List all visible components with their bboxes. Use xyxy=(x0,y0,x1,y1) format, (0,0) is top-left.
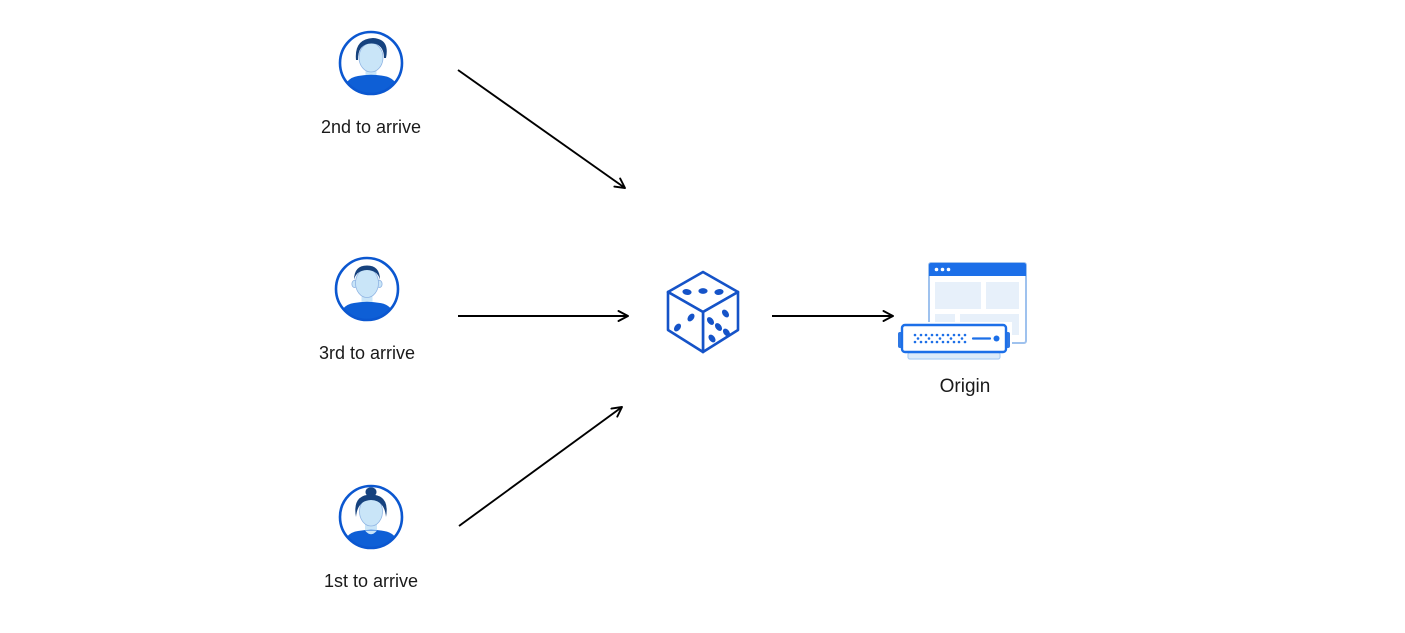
arrow-user-first-to-dice xyxy=(458,406,623,527)
user-avatar-female-icon xyxy=(338,484,404,550)
node-user-second: 2nd to arrive xyxy=(291,30,451,137)
dice-icon xyxy=(666,270,740,354)
node-origin: Origin xyxy=(898,262,1032,397)
user-avatar-male-icon xyxy=(338,30,404,96)
node-user-first: 1st to arrive xyxy=(291,484,451,591)
node-user-third: 3rd to arrive xyxy=(287,256,447,363)
origin-label: Origin xyxy=(939,376,991,397)
user-avatar-male-short-hair-icon xyxy=(334,256,400,322)
user-first-label: 1st to arrive xyxy=(323,571,419,591)
server-icon xyxy=(898,322,1012,361)
user-third-label: 3rd to arrive xyxy=(318,343,416,363)
server-dot-pattern xyxy=(913,333,967,344)
user-second-label: 2nd to arrive xyxy=(320,117,422,137)
arrow-user-second-to-dice xyxy=(457,69,626,189)
origin-server-browser-icon xyxy=(898,262,1027,361)
node-dice xyxy=(664,269,742,355)
